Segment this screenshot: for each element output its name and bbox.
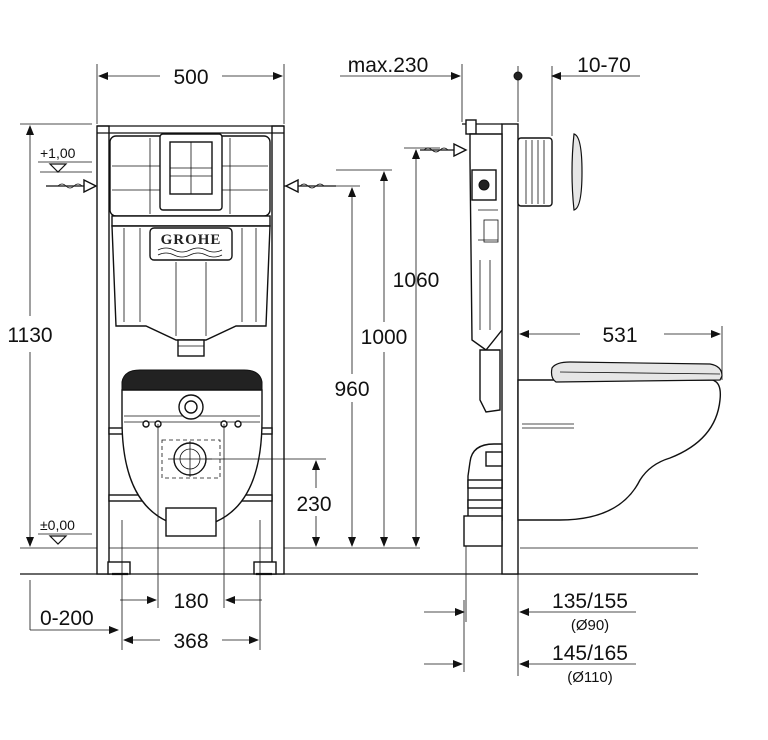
dim-960: 960 xyxy=(334,185,370,547)
dim-960-label: 960 xyxy=(334,378,369,401)
level-zero-label: ±0,00 xyxy=(40,517,75,533)
dim-1130-label: 1130 xyxy=(7,324,52,347)
dim-1060-label: 1060 xyxy=(393,269,440,292)
dim-368-label: 368 xyxy=(173,630,208,653)
front-view: GROHE xyxy=(7,64,440,653)
dim-wall-offset: 0-200 xyxy=(29,580,119,634)
grohe-logo-text: GROHE xyxy=(161,232,222,248)
dim-d90-label: (Ø90) xyxy=(571,617,609,634)
grohe-logo: GROHE xyxy=(149,227,233,261)
dim-230-label: 230 xyxy=(296,493,331,516)
dim-1000: 1000 xyxy=(336,169,408,547)
dim-frame-width: 500 xyxy=(96,64,285,124)
dim-531-label: 531 xyxy=(602,324,637,347)
side-cistern xyxy=(469,133,503,413)
dim-projection: 531 xyxy=(519,324,723,380)
side-view: max.230 10-70 531 135/155 (Ø90) xyxy=(340,54,723,686)
dim-d110-label: (Ø110) xyxy=(567,669,613,686)
dim-230: 230 xyxy=(206,458,332,547)
flush-plate xyxy=(159,133,223,211)
dim-pan-width: 368 xyxy=(121,520,261,653)
level-zero: ±0,00 xyxy=(38,517,92,545)
side-water-inlet xyxy=(420,142,468,158)
frame-uprights xyxy=(96,125,285,575)
side-drain-bend xyxy=(463,443,503,547)
side-frame xyxy=(462,119,519,575)
dim-180-label: 180 xyxy=(173,590,208,613)
side-flush-plate xyxy=(517,133,583,211)
level-top-label: +1,00 xyxy=(40,145,76,161)
dim-145-165-label: 145/165 xyxy=(552,642,628,665)
dim-1000-label: 1000 xyxy=(361,326,408,349)
dim-max230-label: max.230 xyxy=(348,54,429,77)
dim-pipe-90: 135/155 (Ø90) xyxy=(424,546,636,676)
dim-bolt-spacing: 180 xyxy=(120,424,262,613)
floor-line xyxy=(20,547,698,575)
dim-max-depth: max.230 xyxy=(340,54,463,122)
frame-feet xyxy=(107,561,277,576)
water-inlet-left xyxy=(46,178,98,194)
dim-plate-depth: 10-70 xyxy=(513,54,640,136)
dim-pipe-110: 145/165 (Ø110) xyxy=(424,600,636,686)
level-top: +1,00 xyxy=(38,145,92,173)
dim-500-label: 500 xyxy=(173,66,208,89)
dim-1060: 1060 xyxy=(393,147,440,547)
dim-total-height: 1130 xyxy=(7,123,92,547)
dim-0-200-label: 0-200 xyxy=(40,607,94,630)
drain-outlet xyxy=(142,420,242,479)
dim-135-155-label: 135/155 xyxy=(552,590,628,613)
side-wc-pan xyxy=(517,361,723,521)
dim-10-70-label: 10-70 xyxy=(577,54,631,77)
water-inlet-right xyxy=(284,178,336,194)
